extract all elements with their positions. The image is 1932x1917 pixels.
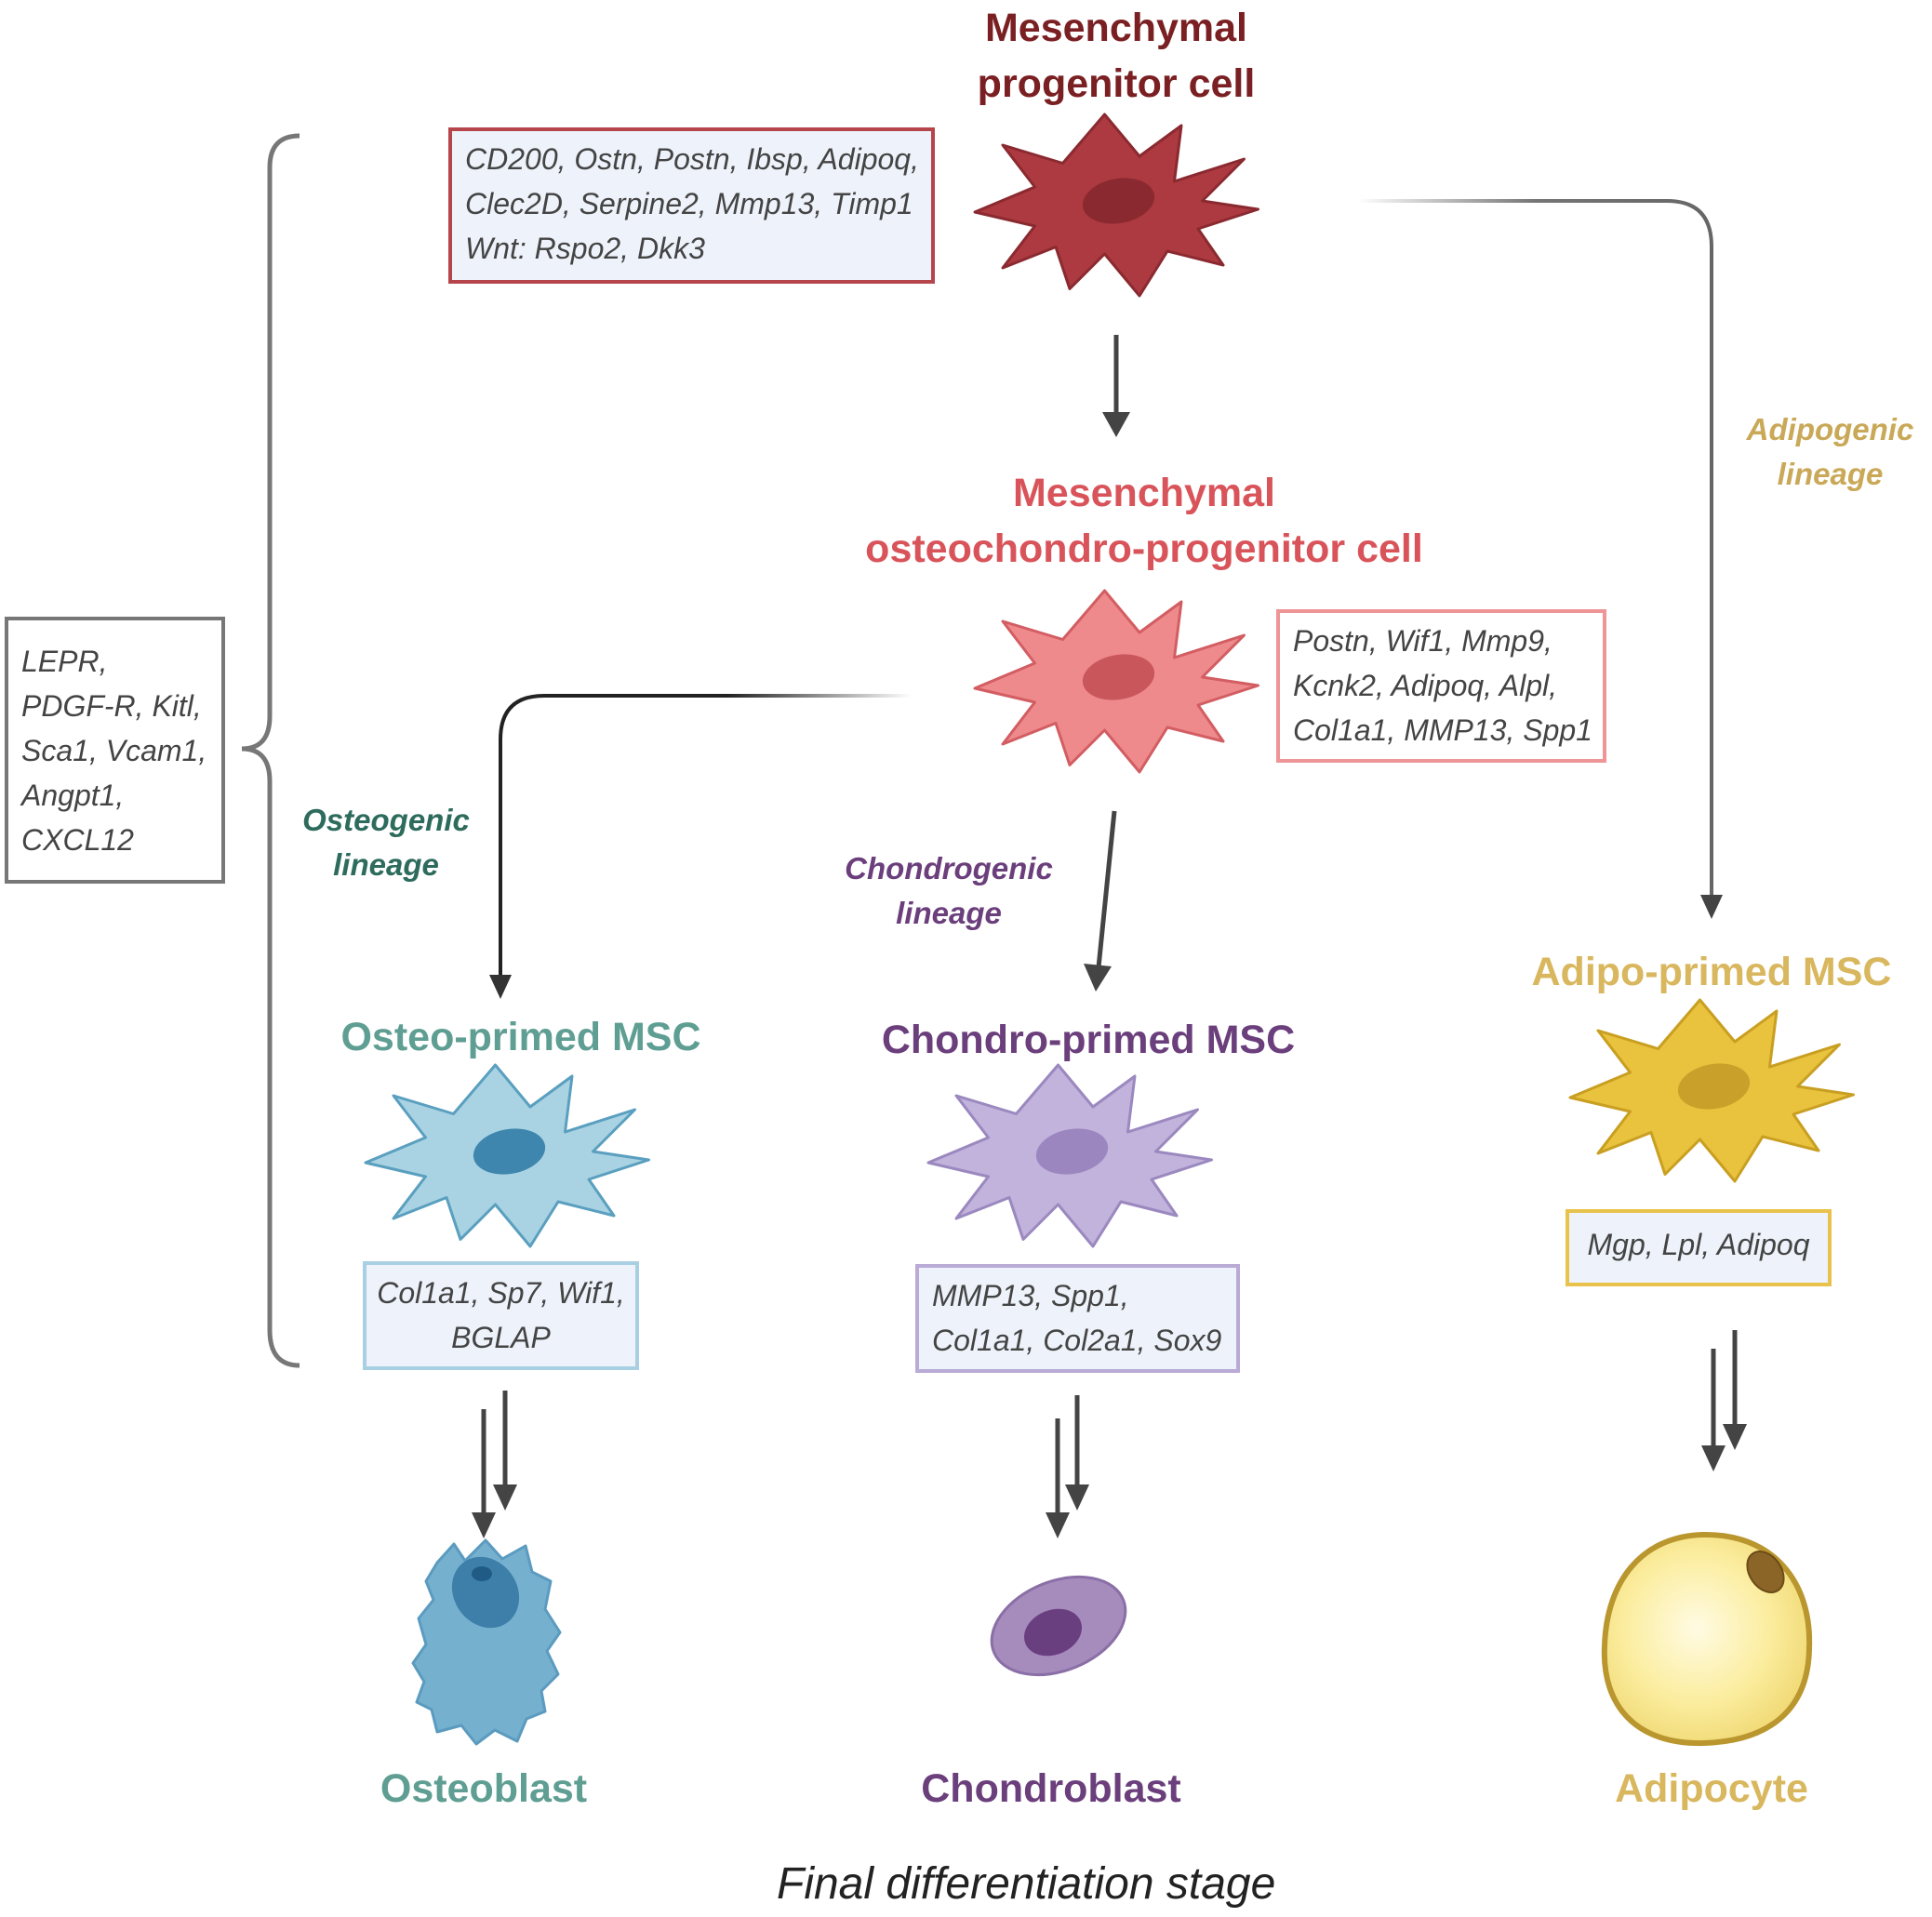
shared-markers-line2: PDGF-R, Kitl, <box>21 689 202 723</box>
double-arrow-chondroblast <box>1046 1395 1089 1538</box>
shared-markers-line4: Angpt1, <box>21 779 125 812</box>
adipogenic-lineage-line2: lineage <box>1777 457 1884 491</box>
adipogenic-lineage-line1: Adipogenic <box>1746 412 1914 446</box>
osteogenic-lineage-label: Osteogenic lineage <box>279 798 493 887</box>
osteo-primed-title: Osteo-primed MSC <box>340 1015 701 1059</box>
double-arrow-osteoblast <box>472 1391 517 1538</box>
adipocyte-title: Adipocyte <box>1615 1766 1808 1811</box>
shared-markers-line5: CXCL12 <box>21 823 134 857</box>
adipo-primed-cell-icon <box>1568 998 1855 1183</box>
progenitor-markers-line3: Wnt: Rspo2, Dkk3 <box>465 232 705 265</box>
arrowhead-adipo-primed <box>1700 895 1723 919</box>
arrowhead-chondro-primed <box>1084 964 1112 992</box>
progenitor-markers-line1: CD200, Ostn, Postn, Ibsp, Adipoq, <box>465 142 919 176</box>
chondrogenic-lineage-label: Chondrogenic lineage <box>833 846 1065 936</box>
osteochondro-markers-line3: Col1a1, MMP13, Spp1 <box>1293 713 1592 747</box>
adipocyte-icon <box>1601 1531 1813 1747</box>
osteo-primed-markers-box: Col1a1, Sp7, Wif1, BGLAP <box>363 1261 639 1370</box>
osteoblast-title: Osteoblast <box>380 1766 588 1811</box>
osteogenic-lineage-line1: Osteogenic <box>302 803 470 837</box>
chondro-primed-markers-line2: Col1a1, Col2a1, Sox9 <box>932 1324 1222 1357</box>
progenitor-markers-box: CD200, Ostn, Postn, Ibsp, Adipoq, Clec2D… <box>448 127 935 284</box>
osteochondro-markers-line1: Postn, Wif1, Mmp9, <box>1293 624 1552 658</box>
osteochondro-title-line1: Mesenchymal <box>1012 471 1276 515</box>
progenitor-title-line2: progenitor cell <box>977 61 1256 106</box>
progenitor-markers-line2: Clec2D, Serpine2, Mmp13, Timp1 <box>465 187 913 220</box>
shared-markers-line3: Sca1, Vcam1, <box>21 734 207 767</box>
chondro-primed-cell-icon <box>926 1063 1213 1248</box>
osteochondro-markers-line2: Kcnk2, Adipoq, Alpl, <box>1293 669 1558 702</box>
double-arrow-adipocyte <box>1701 1330 1747 1471</box>
osteogenic-path <box>499 694 912 977</box>
osteo-primed-markers-line2: BGLAP <box>451 1321 551 1354</box>
chondrogenic-lineage-line2: lineage <box>896 896 1002 930</box>
chondro-primed-title: Chondro-primed MSC <box>881 1018 1296 1062</box>
osteo-primed-markers-line1: Col1a1, Sp7, Wif1, <box>377 1276 625 1310</box>
chondroblast-title: Chondroblast <box>921 1766 1181 1811</box>
osteochondro-markers-box: Postn, Wif1, Mmp9, Kcnk2, Adipoq, Alpl, … <box>1276 609 1606 763</box>
arrowhead-osteo-primed <box>489 975 512 999</box>
arrowhead-osteochondro <box>1102 412 1130 437</box>
shared-markers-bracket <box>241 133 300 1368</box>
shared-markers-box: LEPR, PDGF-R, Kitl, Sca1, Vcam1, Angpt1,… <box>5 617 225 884</box>
chondro-primed-markers-box: MMP13, Spp1, Col1a1, Col2a1, Sox9 <box>915 1264 1240 1373</box>
adipo-primed-title: Adipo-primed MSC <box>1531 950 1892 994</box>
osteochondro-cell-icon <box>973 589 1259 774</box>
osteogenic-lineage-line2: lineage <box>333 847 439 882</box>
osteo-primed-cell-icon <box>364 1063 650 1248</box>
chondroblast-icon <box>990 1575 1127 1677</box>
arrow-osteochondro-to-chondro <box>1096 810 1117 968</box>
progenitor-cell-icon <box>973 113 1259 298</box>
chondrogenic-lineage-line1: Chondrogenic <box>845 851 1053 885</box>
progenitor-title-line1: Mesenchymal <box>984 6 1248 50</box>
shared-markers-line1: LEPR, <box>21 645 108 678</box>
osteoblast-icon <box>411 1538 562 1746</box>
adipo-primed-markers-line1: Mgp, Lpl, Adipoq <box>1587 1228 1810 1261</box>
osteochondro-title: Mesenchymal osteochondro-progenitor cell <box>819 465 1470 577</box>
chondro-primed-markers-line1: MMP13, Spp1, <box>932 1279 1129 1312</box>
adipogenic-lineage-label: Adipogenic lineage <box>1730 407 1930 497</box>
adipogenic-path <box>1358 199 1713 898</box>
progenitor-title: Mesenchymal progenitor cell <box>930 0 1302 112</box>
osteochondro-title-line2: osteochondro-progenitor cell <box>865 526 1423 571</box>
final-stage-label: Final differentiation stage <box>777 1859 1276 1909</box>
adipo-primed-markers-box: Mgp, Lpl, Adipoq <box>1566 1209 1832 1286</box>
